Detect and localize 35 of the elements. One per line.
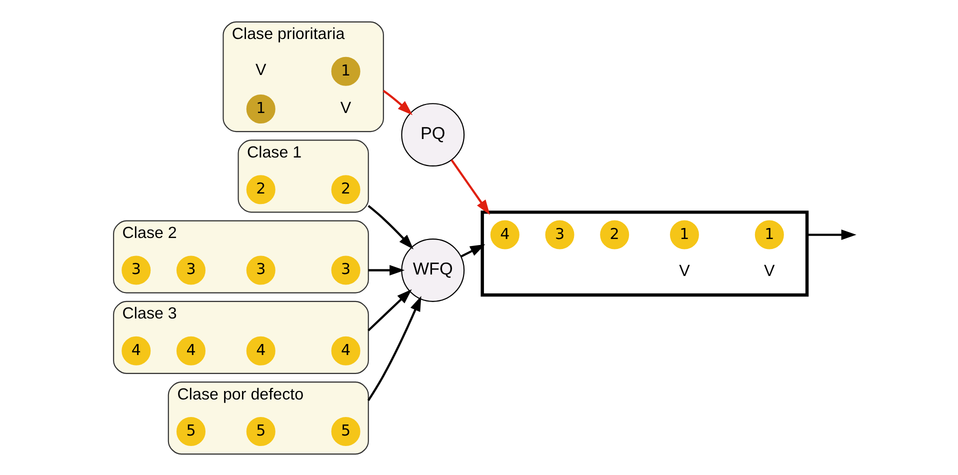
arrow — [366, 296, 421, 401]
node-label: V — [254, 60, 266, 79]
node-circle: 5 — [246, 416, 275, 446]
node-circle: 3 — [330, 255, 360, 284]
node-circle: 1 — [754, 220, 784, 249]
node-circle: 2 — [330, 174, 360, 204]
node-circle: 2 — [600, 220, 629, 249]
node-circle: 3 — [121, 255, 150, 284]
arrow — [382, 89, 412, 115]
node-circle: 4 — [121, 336, 150, 365]
node-circle: WFQ — [400, 238, 464, 302]
arrow — [450, 158, 490, 214]
arrow — [460, 244, 485, 257]
arrow — [367, 204, 414, 249]
node-circle: 5 — [330, 416, 360, 446]
arrow — [367, 288, 412, 331]
node-circle: 1 — [669, 220, 698, 249]
node-circle: 4 — [176, 336, 205, 365]
node-circle: 1 — [330, 56, 360, 86]
cluster — [480, 210, 808, 296]
arrow — [368, 264, 404, 276]
node-circle: 4 — [246, 336, 275, 365]
node-circle: 3 — [176, 255, 205, 284]
node-circle: PQ — [400, 102, 464, 166]
node-label: V — [340, 98, 351, 116]
node-circle: 1 — [246, 94, 275, 123]
node-circle: 4 — [330, 336, 360, 365]
node-circle: 2 — [246, 174, 275, 204]
node-circle: 3 — [246, 255, 275, 284]
node-label: V — [678, 262, 690, 280]
arrow — [806, 229, 856, 240]
node-circle: 4 — [490, 220, 519, 249]
node-circle: 5 — [176, 416, 205, 446]
node-circle: 3 — [544, 220, 574, 249]
node-label: V — [764, 262, 774, 280]
